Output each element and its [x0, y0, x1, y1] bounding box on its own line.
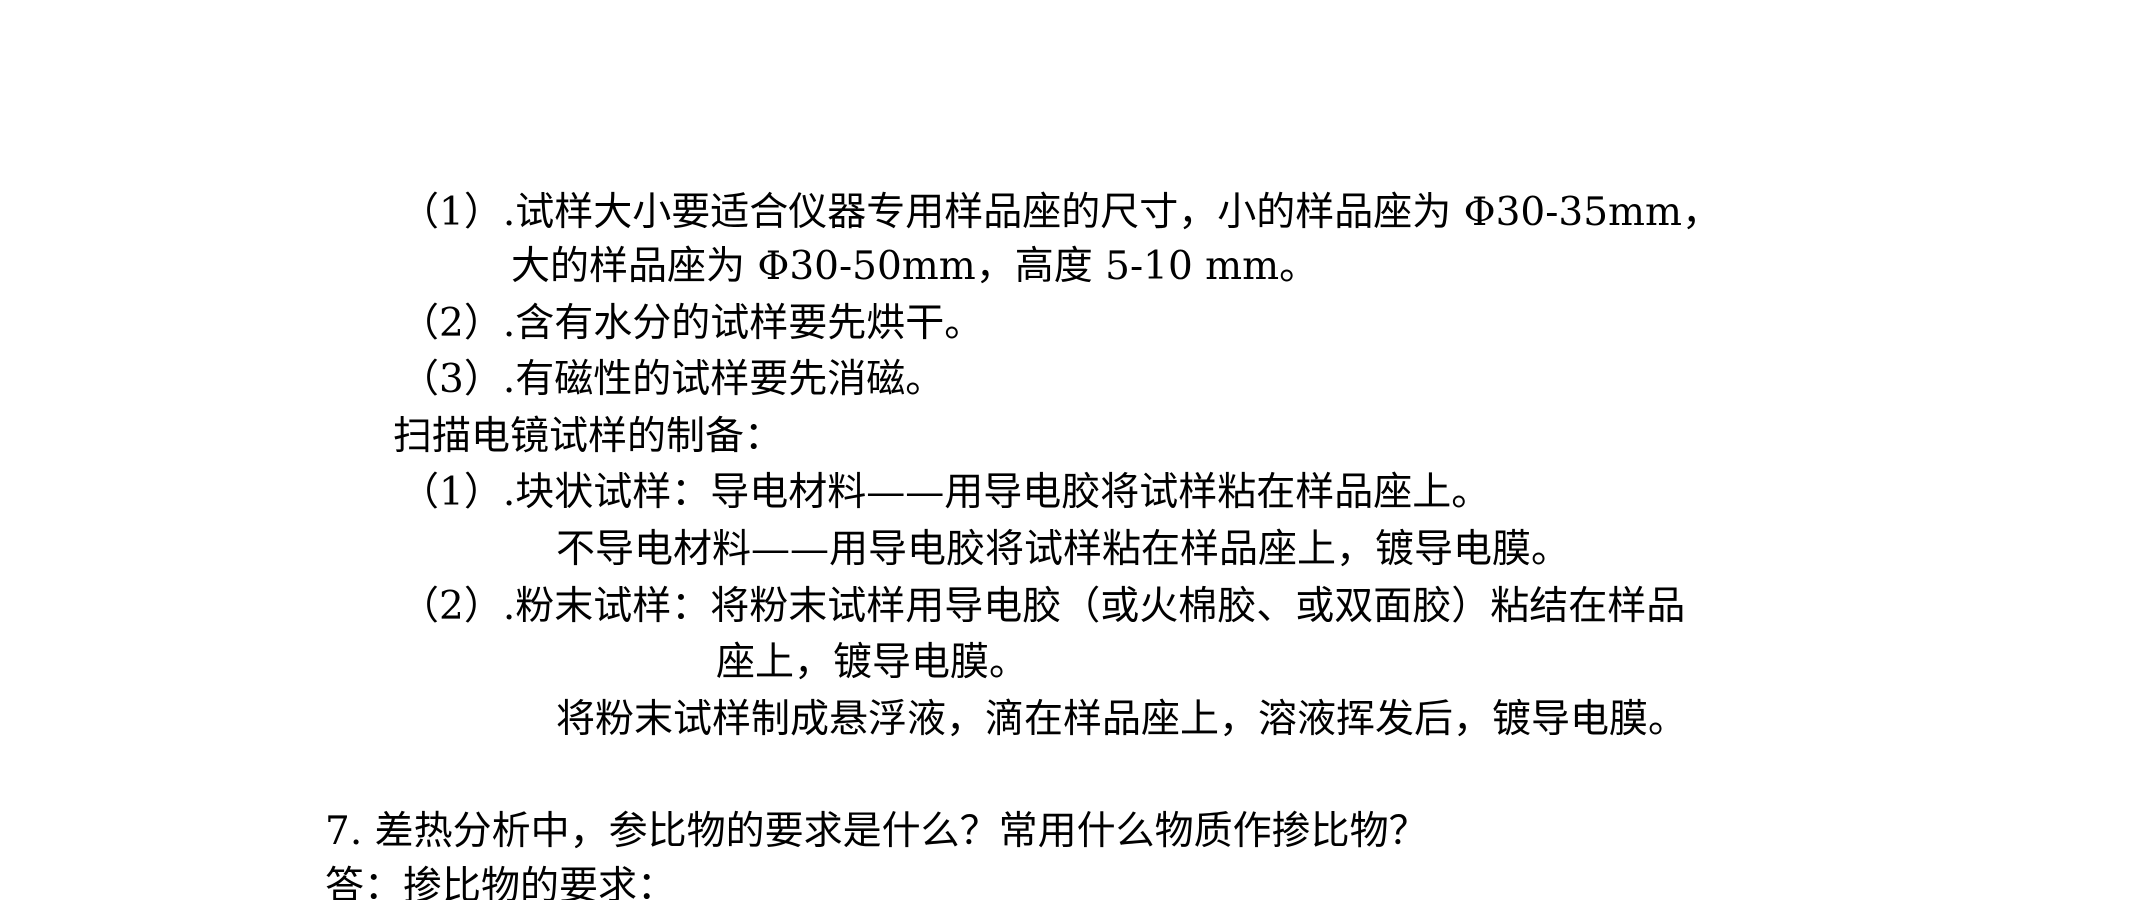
answer-line: 答：掺比物的要求：: [325, 864, 677, 900]
question-heading: 7. 差热分析中，参比物的要求是什么？常用什么物质作掺比物？: [325, 809, 1428, 854]
section-heading: 扫描电镜试样的制备：: [393, 414, 784, 459]
text-line: 将粉末试样制成悬浮液，滴在样品座上，溶液挥发后，镀导电膜。: [556, 697, 1688, 742]
text-line: 座上，镀导电膜。: [716, 640, 1029, 685]
text-line: 不导电材料——用导电胶将试样粘在样品座上，镀导电膜。: [556, 527, 1571, 572]
text-line: （3）.有磁性的试样要先消磁。: [400, 357, 945, 402]
text-line: （1）.块状试样：导电材料——用导电胶将试样粘在样品座上。: [400, 470, 1491, 515]
text-line: （2）.粉末试样：将粉末试样用导电胶（或火棉胶、或双面胶）粘结在样品: [400, 584, 1686, 629]
text-line: 大的样品座为 Φ30-50mm，高度 5-10 mm。: [511, 244, 1319, 289]
text-line: （2）.含有水分的试样要先烘干。: [400, 301, 984, 346]
text-line: （1）.试样大小要适合仪器专用样品座的尺寸，小的样品座为 Φ30-35mm，: [400, 190, 1721, 235]
